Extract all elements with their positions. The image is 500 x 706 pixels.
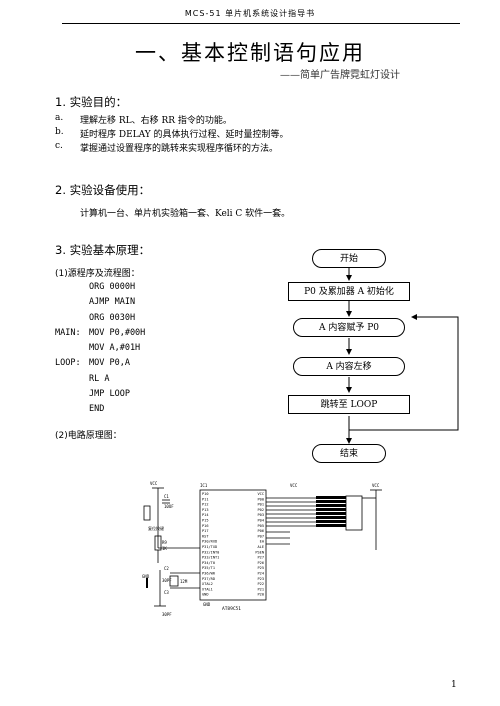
- flow-jump: 跳转至 LOOP: [288, 395, 410, 414]
- mcu-pin-label-left: XTAL1: [202, 587, 213, 591]
- mcu-pin-label-right: P07: [258, 534, 265, 538]
- mcu-pin-label-left: P31/TXD: [202, 545, 217, 549]
- flow-assign: A 内容赋予 P0: [293, 318, 405, 337]
- svg-text:VCC: VCC: [290, 483, 298, 488]
- page-header: MCS-51 单片机系统设计指导书: [184, 9, 316, 18]
- mcu-pin-label-left: P33/INT1: [202, 556, 219, 560]
- mcu-pin-label-right: EA: [260, 540, 265, 544]
- flow-start: 开始: [312, 249, 386, 268]
- section-1-item-a: 理解左移 RL、右移 RR 指令的功能。: [80, 116, 232, 126]
- svg-text:1K: 1K: [162, 546, 167, 551]
- code-line: MOV A,#01H: [89, 343, 141, 354]
- mcu-pin-label-right: P04: [258, 519, 265, 523]
- flowchart-connectors: [346, 268, 459, 444]
- svg-text:复位按键: 复位按键: [148, 525, 164, 531]
- code-line: ORG 0000H: [89, 282, 136, 292]
- svg-text:IC1: IC1: [200, 483, 208, 488]
- section-1-marker-a: a.: [55, 113, 64, 123]
- svg-text:VCC: VCC: [150, 481, 158, 486]
- code-line: RL A: [89, 373, 110, 384]
- section-2-heading: 2. 实验设备使用：: [55, 183, 151, 197]
- mcu-pin-label-left: P17: [202, 529, 209, 533]
- section-1-item-c: 掌握通过设置程序的跳转来实现程序循环的方法。: [80, 144, 279, 154]
- mcu-pin-label-left: P16: [202, 524, 209, 528]
- mcu-pin-label-right: P24: [258, 572, 265, 576]
- mcu-pin-label-left: P34/T0: [202, 561, 215, 565]
- svg-text:R9: R9: [162, 540, 167, 545]
- page-number: 1: [451, 680, 457, 690]
- svg-text:30PF: 30PF: [162, 612, 172, 617]
- page-title: 一、基本控制语句应用: [135, 41, 365, 65]
- mcu-pin-label-left: P11: [202, 497, 209, 501]
- mcu-pin-label-left: P15: [202, 519, 209, 523]
- mcu-pin-label-right: P03: [258, 513, 265, 517]
- svg-text:12M: 12M: [180, 579, 188, 584]
- code-line: LOOP:MOV P0,A: [55, 358, 130, 369]
- svg-text:AT89C51: AT89C51: [222, 606, 241, 612]
- section-3-sub-1: (1)源程序及流程图：: [55, 269, 140, 279]
- flow-init: P0 及累加器 A 初始化: [288, 282, 410, 301]
- mcu-pin-label-left: P30/RXD: [202, 540, 217, 544]
- svg-text:C2: C2: [164, 566, 169, 571]
- flow-shift: A 内容左移: [293, 357, 405, 376]
- mcu-pin-label-left: RST: [202, 534, 209, 538]
- mcu-pin-label-left: P35/T1: [202, 566, 215, 570]
- section-1-marker-c: c.: [55, 141, 63, 151]
- section-2-text: 计算机一台、单片机实验箱一套、Keli C 软件一套。: [80, 209, 291, 219]
- svg-text:30PF: 30PF: [162, 578, 172, 583]
- mcu-pin-label-right: P26: [258, 561, 265, 565]
- code-line: AJMP MAIN: [89, 297, 136, 308]
- mcu-pin-label-left: P13: [202, 508, 209, 512]
- mcu-pin-label-left: P10: [202, 492, 209, 496]
- mcu-pin-label-right: P02: [258, 508, 265, 512]
- code-line: JMP LOOP: [89, 389, 130, 400]
- page-subtitle: ——简单广告牌霓虹灯设计: [280, 70, 400, 81]
- code-line: MAIN:MOV P0,#00H: [55, 327, 146, 338]
- mcu-pin-label-left: P32/INT0: [202, 550, 219, 554]
- mcu-pin-label-right: P23: [258, 577, 265, 581]
- mcu-pin-label-right: PSEN: [255, 550, 264, 554]
- mcu-pin-label-right: P05: [258, 524, 265, 528]
- section-3-heading: 3. 实验基本原理：: [55, 243, 151, 257]
- svg-text:C1: C1: [164, 494, 169, 499]
- mcu-pin-label-left: P37/RD: [202, 577, 215, 581]
- mcu-pin-label-right: P00: [258, 497, 265, 501]
- circuit-schematic: VCC IC1 VCC VCC C1 10UF 复位按键 R9 1K C2 C3…: [140, 478, 390, 623]
- mcu-pin-label-right: P06: [258, 529, 265, 533]
- mcu-pin-label-right: P25: [258, 566, 265, 570]
- svg-text:C3: C3: [164, 590, 169, 595]
- mcu-pin-label-right: P01: [258, 503, 265, 507]
- flow-end: 结束: [312, 444, 386, 463]
- svg-text:GND: GND: [203, 602, 211, 607]
- mcu-pin-label-right: P21: [258, 587, 265, 591]
- svg-text:VCC: VCC: [372, 483, 380, 488]
- mcu-pin-label-right: VCC: [258, 492, 265, 496]
- mcu-pin-label-left: XTAL2: [202, 582, 213, 586]
- mcu-pin-label-left: P36/WR: [202, 572, 216, 576]
- mcu-pin-label-right: P22: [258, 582, 265, 586]
- source-code: ORG 0000H AJMP MAIN ORG 0030H MAIN:MOV P…: [55, 280, 255, 418]
- mcu-pin-label-right: ALE: [258, 545, 265, 549]
- mcu-pin-label-right: P20: [258, 593, 265, 597]
- header-rule: [62, 23, 460, 24]
- section-1-heading: 1. 实验目的：: [55, 95, 128, 109]
- schematic-drawing: VCC IC1 VCC VCC C1 10UF 复位按键 R9 1K C2 C3…: [142, 481, 382, 617]
- code-line: END: [89, 404, 105, 415]
- section-1-item-b: 延时程序 DELAY 的具体执行过程、延时量控制等。: [80, 130, 289, 140]
- section-1-marker-b: b.: [55, 127, 64, 137]
- mcu-pin-label-left: P14: [202, 513, 209, 517]
- mcu-pin-label-right: P27: [258, 556, 265, 560]
- svg-text:10UF: 10UF: [164, 504, 174, 509]
- section-3-sub-2: (2)电路原理图：: [55, 431, 122, 441]
- svg-text:GND: GND: [142, 574, 150, 579]
- mcu-pin-label-left: P12: [202, 503, 209, 507]
- code-line: ORG 0030H: [89, 312, 136, 323]
- mcu-pin-label-left: GND: [202, 593, 209, 597]
